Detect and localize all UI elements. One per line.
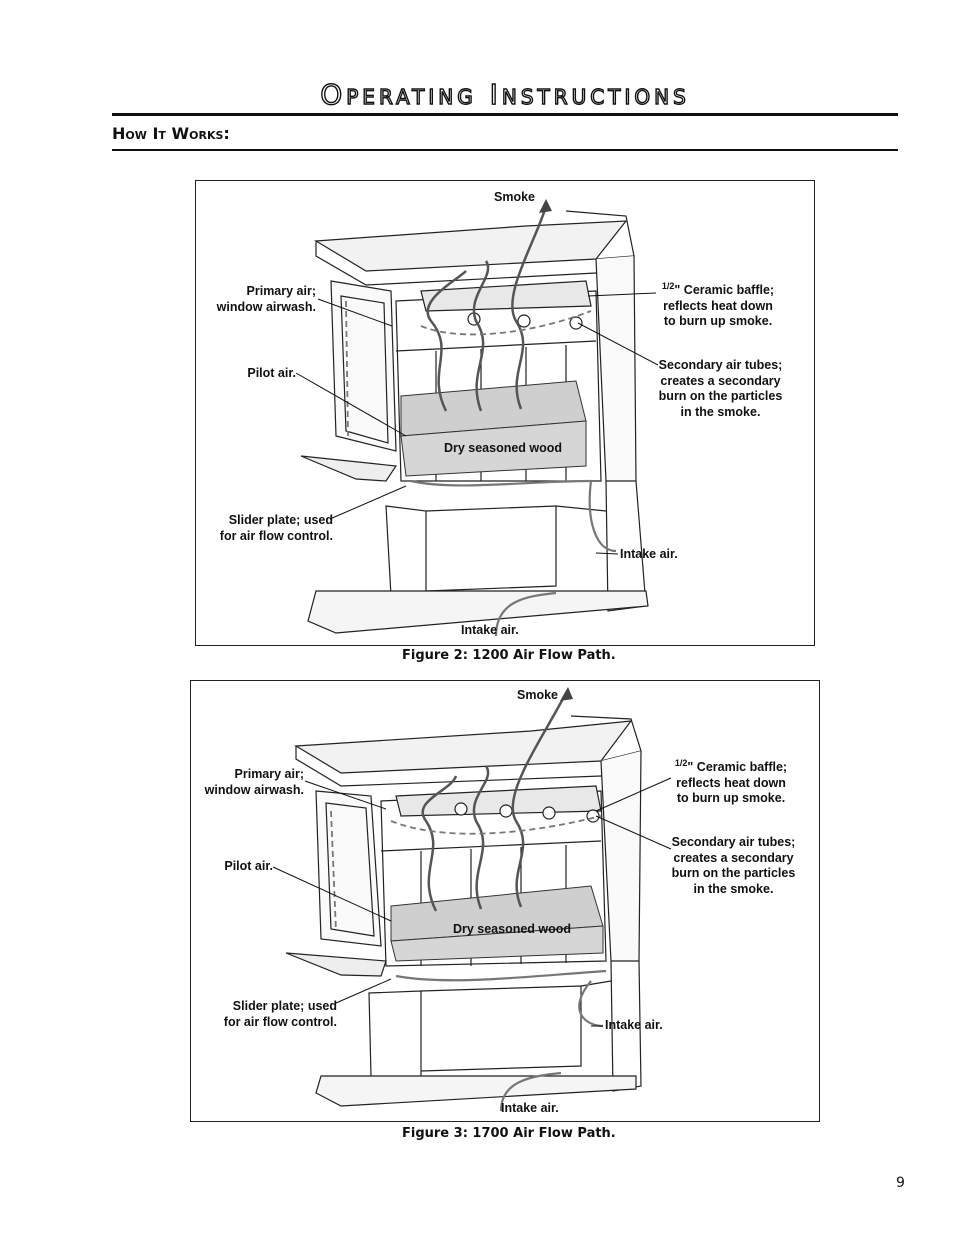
figure-2-stove-drawing [295, 199, 659, 637]
fig3-primary-air-label: Primary air; window airwash. [204, 767, 304, 797]
fig3-wood-label: Dry seasoned wood [452, 922, 572, 936]
title-rule [112, 113, 898, 116]
fig3-slider-plate-label: Slider plate; used for air flow control. [223, 999, 337, 1029]
fig3-smoke-label: Smoke [517, 688, 558, 702]
fig2-baffle-text: " Ceramic baffle; reflects heat down to … [663, 283, 775, 329]
fig3-intake-bottom-label: Intake air. [501, 1101, 559, 1115]
page-number: 9 [896, 1175, 905, 1191]
fig3-baffle-label: 1/2" Ceramic baffle; reflects heat down … [661, 756, 801, 807]
figure-3-caption: Figure 3: 1700 Air Flow Path. [402, 1126, 616, 1141]
page-title: Operating Instructions [320, 77, 690, 111]
fig3-intake-right-label: Intake air. [605, 1018, 663, 1032]
fig2-baffle-label: 1/2" Ceramic baffle; reflects heat down … [648, 279, 788, 330]
section-rule [112, 149, 898, 151]
figure-2-frame: Smoke Primary air; window airwash. 1/2" … [195, 180, 815, 646]
fig2-smoke-label: Smoke [494, 190, 535, 204]
fig3-baffle-text: " Ceramic baffle; reflects heat down to … [676, 760, 788, 806]
fig2-primary-air-label: Primary air; window airwash. [216, 284, 316, 314]
section-heading: How It Works: [112, 124, 230, 143]
fig2-secondary-tubes-label: Secondary air tubes; creates a secondary… [658, 358, 783, 419]
fig2-intake-right-label: Intake air. [620, 547, 678, 561]
fig2-slider-plate-label: Slider plate; used for air flow control. [219, 513, 333, 543]
figure-3-frame: Smoke Primary air; window airwash. 1/2" … [190, 680, 820, 1122]
fig2-pilot-air-label: Pilot air. [247, 366, 296, 380]
fig3-baffle-fraction: 1/2 [674, 758, 688, 768]
figure-2-caption: Figure 2: 1200 Air Flow Path. [402, 648, 616, 663]
figure-3-stove-drawing [272, 687, 672, 1112]
fig2-wood-label: Dry seasoned wood [443, 441, 563, 455]
fig2-baffle-fraction: 1/2 [661, 281, 675, 291]
fig3-secondary-tubes-label: Secondary air tubes; creates a secondary… [671, 835, 796, 896]
fig2-intake-bottom-label: Intake air. [461, 623, 519, 637]
fig3-pilot-air-label: Pilot air. [224, 859, 273, 873]
